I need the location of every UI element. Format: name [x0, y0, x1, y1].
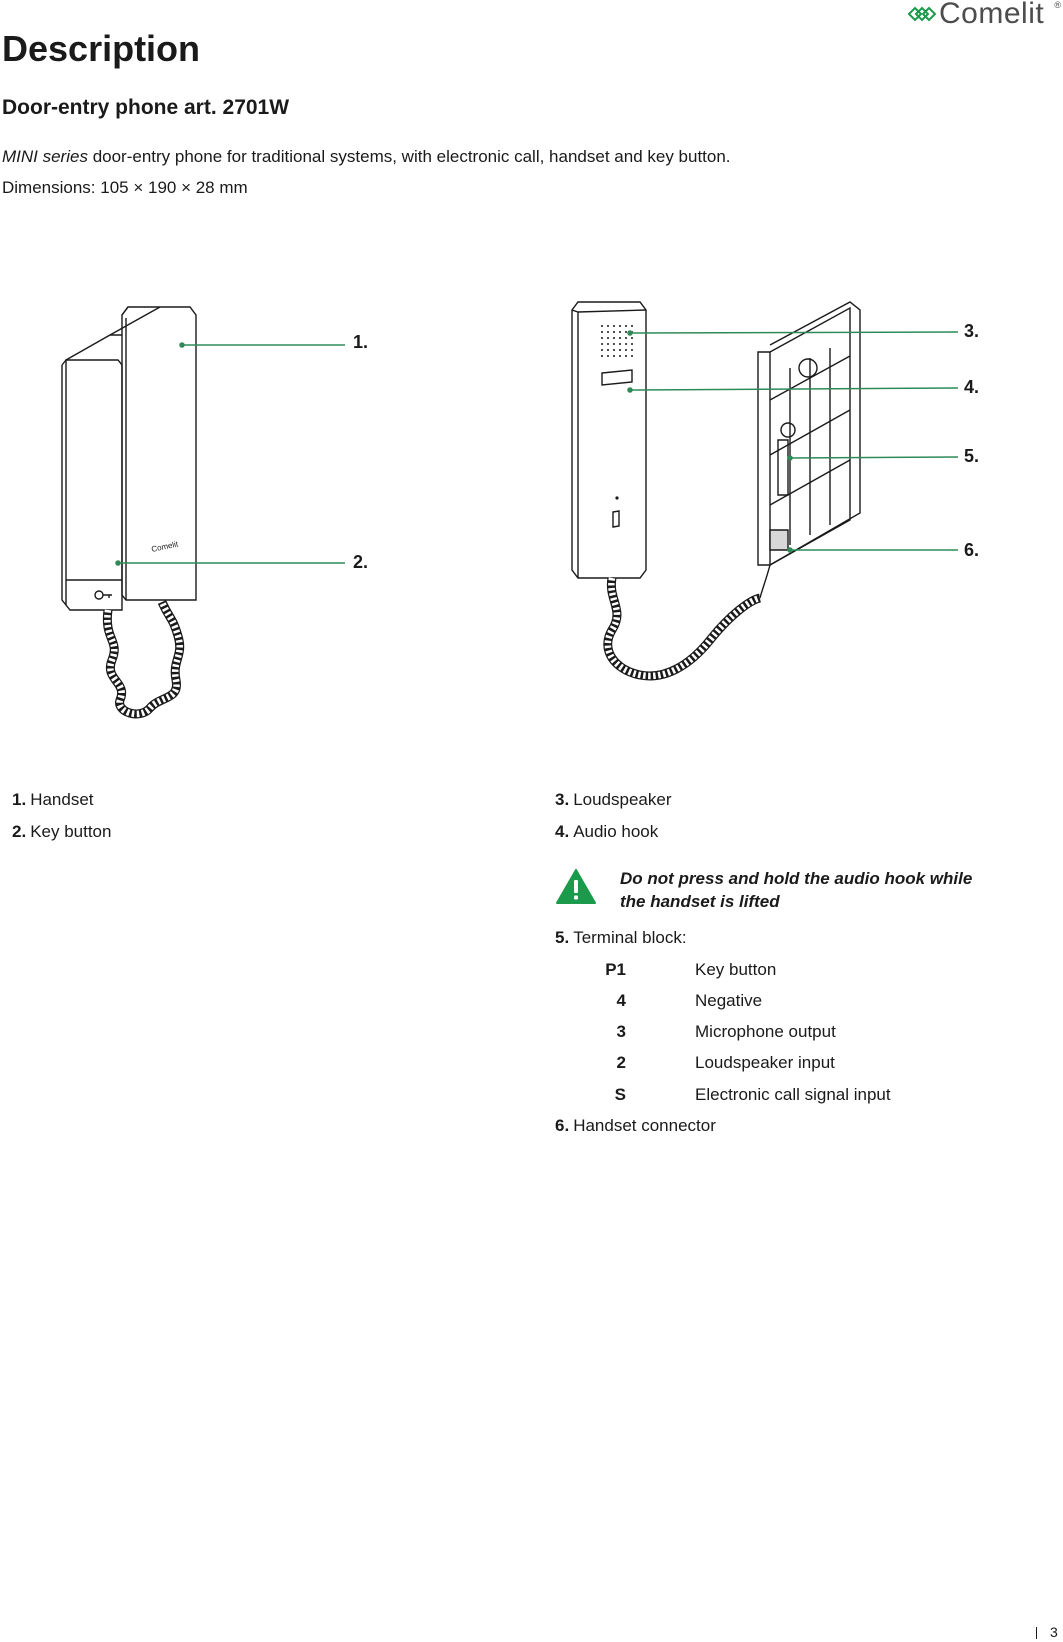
series-name: MINI series — [2, 147, 88, 166]
page-number: 3 — [1050, 1624, 1058, 1640]
terminal-desc: Loudspeaker input — [695, 1053, 835, 1072]
product-subtitle: Door-entry phone art. 2701W — [2, 96, 290, 119]
intro-description: door-entry phone for traditional systems… — [87, 147, 731, 166]
phone-drawing: Comelit — [61, 301, 959, 719]
callout-6: 6. — [964, 540, 980, 560]
product-illustration: Comelit — [0, 280, 1063, 720]
device-logo-text: Comelit — [151, 539, 180, 554]
terminal-code: 3 — [616, 1022, 626, 1041]
intro-text: MINI series door-entry phone for traditi… — [2, 147, 731, 167]
leader-lines — [115, 330, 959, 566]
list-item: 1.Handset — [12, 790, 94, 809]
page-number-divider — [1036, 1627, 1037, 1639]
terminal-desc: Key button — [695, 960, 777, 979]
terminal-code: P1 — [605, 960, 626, 979]
terminal-code: 4 — [616, 991, 626, 1010]
warning-triangle-icon — [556, 869, 596, 904]
registered-mark: ® — [1054, 0, 1061, 10]
callout-1: 1. — [353, 332, 369, 352]
terminal-desc: Negative — [695, 991, 763, 1010]
list-item: 3.Loudspeaker — [555, 790, 672, 809]
callout-2: 2. — [353, 552, 369, 572]
speaker-grille — [601, 325, 633, 500]
callout-5: 5. — [964, 446, 980, 466]
list-item: 4.Audio hook — [555, 822, 659, 841]
terminal-desc: Electronic call signal input — [695, 1085, 891, 1104]
comelit-logo: Comelit ® — [903, 0, 1063, 30]
dimensions-text: Dimensions: 105 × 190 × 28 mm — [2, 178, 248, 197]
brand-name: Comelit — [939, 0, 1045, 30]
list-item: 2.Key button — [12, 822, 112, 841]
comelit-logo-mark-icon — [907, 6, 937, 22]
terminal-code: 2 — [616, 1053, 626, 1072]
terminal-code: S — [614, 1085, 626, 1104]
callout-3: 3. — [964, 321, 980, 341]
page-title: Description — [2, 28, 201, 69]
terminal-desc: Microphone output — [695, 1022, 836, 1041]
list-item: 6.Handset connector — [555, 1116, 716, 1135]
list-item: 5.Terminal block: — [555, 928, 687, 947]
callout-4: 4. — [964, 377, 980, 397]
warning-text: Do not press and hold the audio hook whi… — [620, 869, 973, 911]
